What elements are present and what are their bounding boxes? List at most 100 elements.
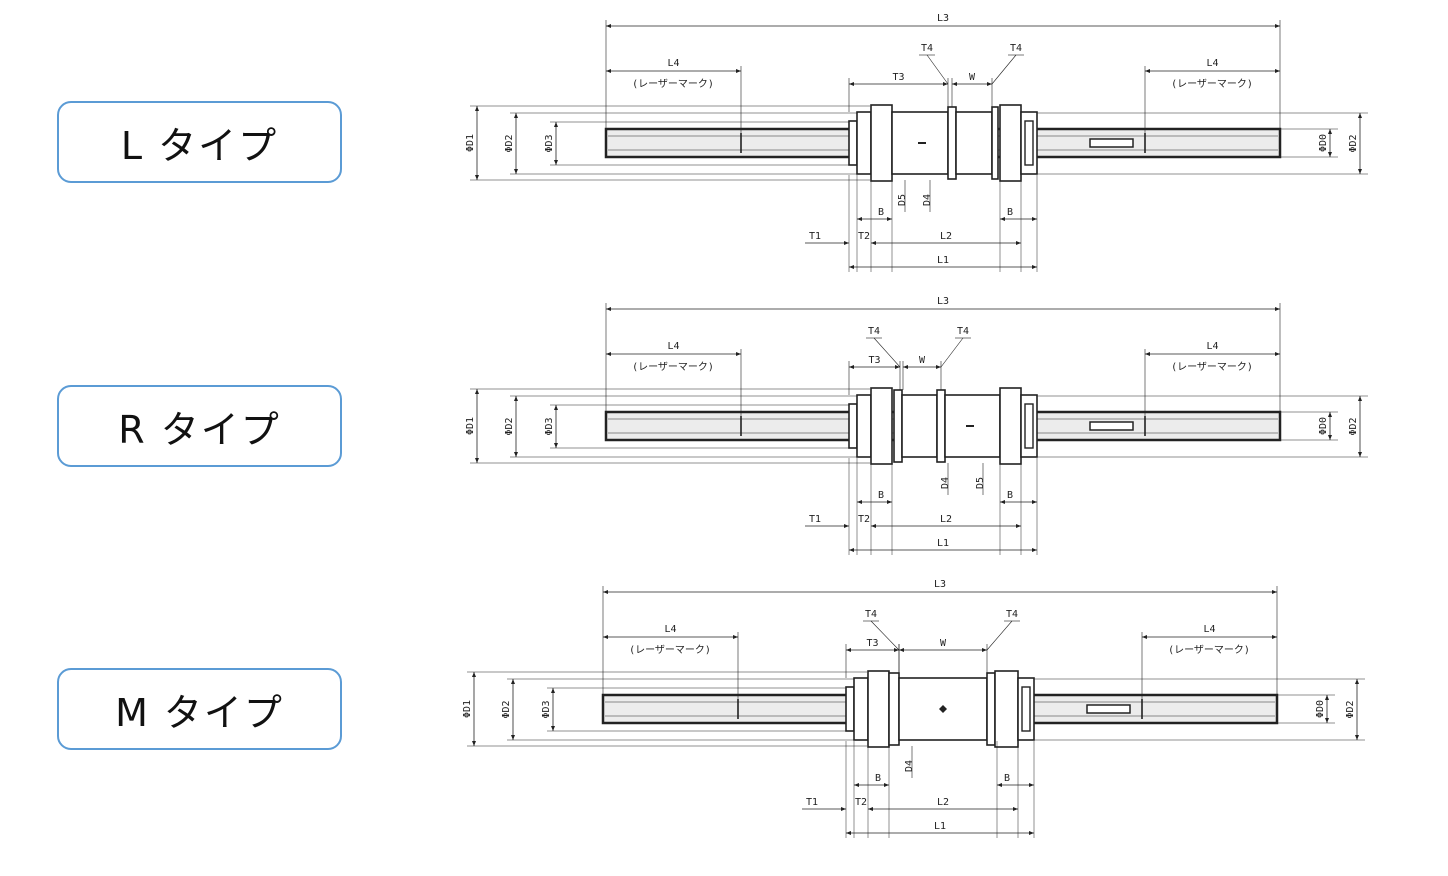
dim-d2-right-label: ΦD2	[1348, 134, 1359, 152]
arrowhead	[1000, 217, 1005, 221]
dim-d4-label: D4	[922, 194, 933, 206]
arrowhead	[868, 807, 873, 811]
arrowhead	[1016, 524, 1021, 528]
dim-l3-label: L3	[934, 579, 946, 590]
dim-t4-label: T4	[1010, 43, 1022, 54]
dim-w-label: W	[969, 72, 976, 83]
arrowhead	[554, 122, 558, 127]
arrowhead	[606, 307, 611, 311]
arrowhead	[1272, 635, 1277, 639]
arrowhead	[846, 648, 851, 652]
center-mark	[939, 705, 947, 713]
dim-d2-label: ΦD2	[504, 134, 515, 152]
leader-line	[870, 620, 900, 651]
arrowhead	[841, 807, 846, 811]
laser-mark-label-right: (レーザーマーク)	[1168, 644, 1250, 656]
dim-b-left-label: B	[878, 490, 884, 501]
arrowhead	[899, 648, 904, 652]
dim-d0-label: ΦD0	[1315, 700, 1326, 718]
nut-segment	[901, 394, 938, 458]
dim-d4-label: D4	[904, 760, 915, 772]
dim-l2-label: L2	[937, 797, 949, 808]
dim-d2-label: ΦD2	[501, 700, 512, 718]
arrowhead	[857, 217, 862, 221]
arrowhead	[475, 389, 479, 394]
arrowhead	[849, 365, 854, 369]
dim-t1-label: T1	[809, 514, 821, 525]
arrowhead	[895, 365, 900, 369]
dim-w-label: W	[919, 355, 926, 366]
arrowhead	[887, 500, 892, 504]
dim-b-left-label: B	[875, 773, 881, 784]
dim-t4-label: T4	[1006, 609, 1018, 620]
arrowhead	[1032, 500, 1037, 504]
dim-l4-left-label: L4	[667, 58, 679, 69]
arrowhead	[1029, 783, 1034, 787]
dim-d1-label: ΦD1	[465, 134, 476, 152]
arrowhead	[472, 672, 476, 677]
arrowhead	[952, 82, 957, 86]
arrowhead	[1325, 718, 1329, 723]
laser-mark-label-left: (レーザーマーク)	[629, 644, 711, 656]
dim-d2-right-label: ΦD2	[1348, 417, 1359, 435]
collar-inner	[1024, 120, 1034, 166]
arrowhead	[514, 169, 518, 174]
leader-line	[940, 337, 964, 368]
nut-segment	[986, 672, 996, 746]
dim-d4-label: D4	[940, 477, 951, 489]
nut-segment	[848, 403, 858, 449]
nut-segment	[856, 394, 872, 458]
nut-segment	[994, 670, 1019, 748]
dim-l3-label: L3	[937, 13, 949, 24]
dim-b-right-label: B	[1004, 773, 1010, 784]
laser-mark-label-right: (レーザーマーク)	[1171, 361, 1253, 373]
dim-t4-label: T4	[957, 326, 969, 337]
arrowhead	[943, 82, 948, 86]
arrowhead	[1325, 695, 1329, 700]
arrowhead	[846, 831, 851, 835]
dim-t4-label: T4	[865, 609, 877, 620]
arrowhead	[603, 635, 608, 639]
dim-l1-label: L1	[934, 821, 946, 832]
arrowhead	[1328, 152, 1332, 157]
dim-d3-label: ΦD3	[544, 417, 555, 435]
arrowhead	[1275, 307, 1280, 311]
dim-t4-label: T4	[921, 43, 933, 54]
dim-l4-left-label: L4	[664, 624, 676, 635]
key-slot	[1089, 421, 1134, 431]
arrowhead	[936, 365, 941, 369]
dim-l4-left-label: L4	[667, 341, 679, 352]
dim-d5-label: D5	[975, 477, 986, 489]
arrowhead	[511, 735, 515, 740]
arrowhead	[1145, 69, 1150, 73]
dim-b-right-label: B	[1007, 207, 1013, 218]
arrowhead	[987, 82, 992, 86]
arrowhead	[854, 783, 859, 787]
nut-segment	[856, 111, 872, 175]
nut-segment	[999, 104, 1022, 182]
leader-line	[926, 54, 949, 85]
arrowhead	[997, 783, 1002, 787]
arrowhead	[511, 679, 515, 684]
arrowhead	[514, 113, 518, 118]
arrowhead	[603, 590, 608, 594]
nut-segment	[936, 389, 946, 463]
arrowhead	[733, 635, 738, 639]
arrowhead	[1358, 452, 1362, 457]
arrowhead	[887, 217, 892, 221]
dim-d1-label: ΦD1	[462, 700, 473, 718]
laser-mark-label-right: (レーザーマーク)	[1171, 78, 1253, 90]
dim-d3-label: ΦD3	[544, 134, 555, 152]
nut-segment	[845, 686, 855, 732]
arrowhead	[1355, 679, 1359, 684]
arrowhead	[606, 352, 611, 356]
arrowhead	[1016, 241, 1021, 245]
arrowhead	[551, 726, 555, 731]
arrowhead	[475, 175, 479, 180]
nut-segment	[853, 677, 869, 741]
dim-d3-label: ΦD3	[541, 700, 552, 718]
key-slot	[1086, 704, 1131, 714]
dim-t3-label: T3	[868, 355, 880, 366]
